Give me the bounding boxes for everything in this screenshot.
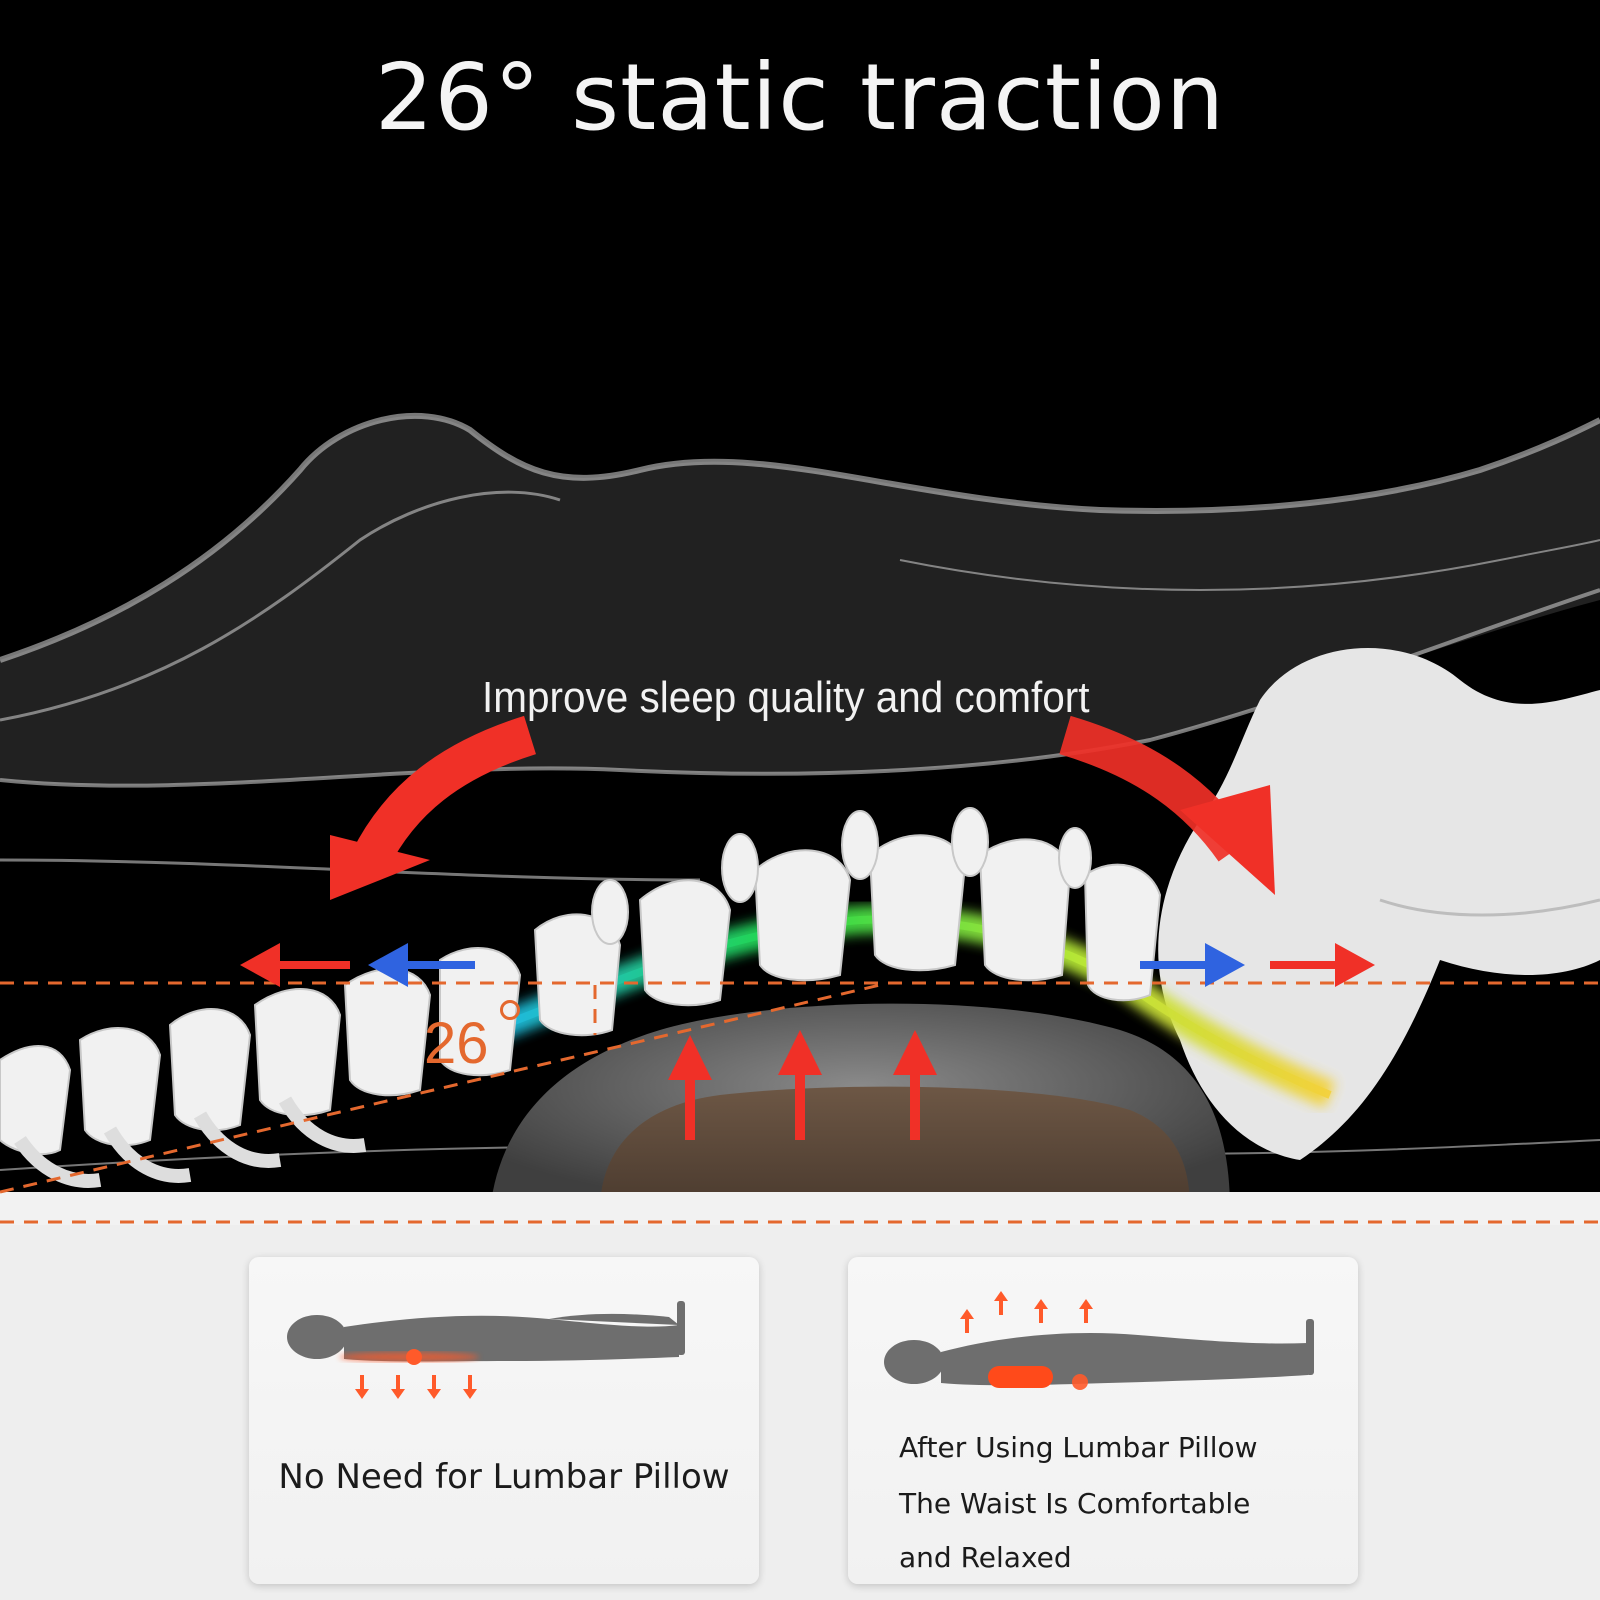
person-lying-supported-icon: [884, 1291, 1314, 1390]
hero-illustration: 26° static traction Improve sleep qualit…: [0, 0, 1600, 1225]
person-lying-flat-icon: [287, 1301, 685, 1399]
degree-symbol: [500, 1000, 520, 1020]
subheadline: Improve sleep quality and comfort: [482, 673, 1090, 722]
after-caption-line-3: and Relaxed: [899, 1541, 1072, 1574]
after-caption-line-2: The Waist Is Comfortable: [899, 1487, 1251, 1520]
stretch-arrow-blue-right: [1140, 943, 1245, 987]
after-caption-line-1: After Using Lumbar Pillow: [899, 1431, 1258, 1464]
pelvis-bone: [1158, 647, 1600, 1160]
curved-arrow-right: [1059, 715, 1275, 895]
spine-illustration: [0, 412, 1600, 1225]
comparison-card-before: [249, 1257, 759, 1584]
traction-angle-label: 26: [424, 1011, 489, 1076]
support-arrows-up: [668, 1030, 937, 1140]
vertebrae: [0, 807, 1162, 1188]
before-caption: No Need for Lumbar Pillow: [278, 1457, 730, 1497]
headline: 26° static traction: [374, 44, 1226, 151]
stretch-arrow-red-left: [240, 943, 350, 987]
angle-guides: [0, 981, 1600, 1224]
body-fill: [0, 415, 1600, 786]
mattress-surface: [0, 1192, 1600, 1225]
lumbar-cushion: [490, 1003, 1230, 1210]
stretch-arrow-red-right: [1270, 943, 1375, 987]
curved-arrow-left: [330, 715, 537, 900]
comparison-card-after: [848, 1257, 1358, 1584]
stretch-arrow-blue-left: [368, 943, 475, 987]
